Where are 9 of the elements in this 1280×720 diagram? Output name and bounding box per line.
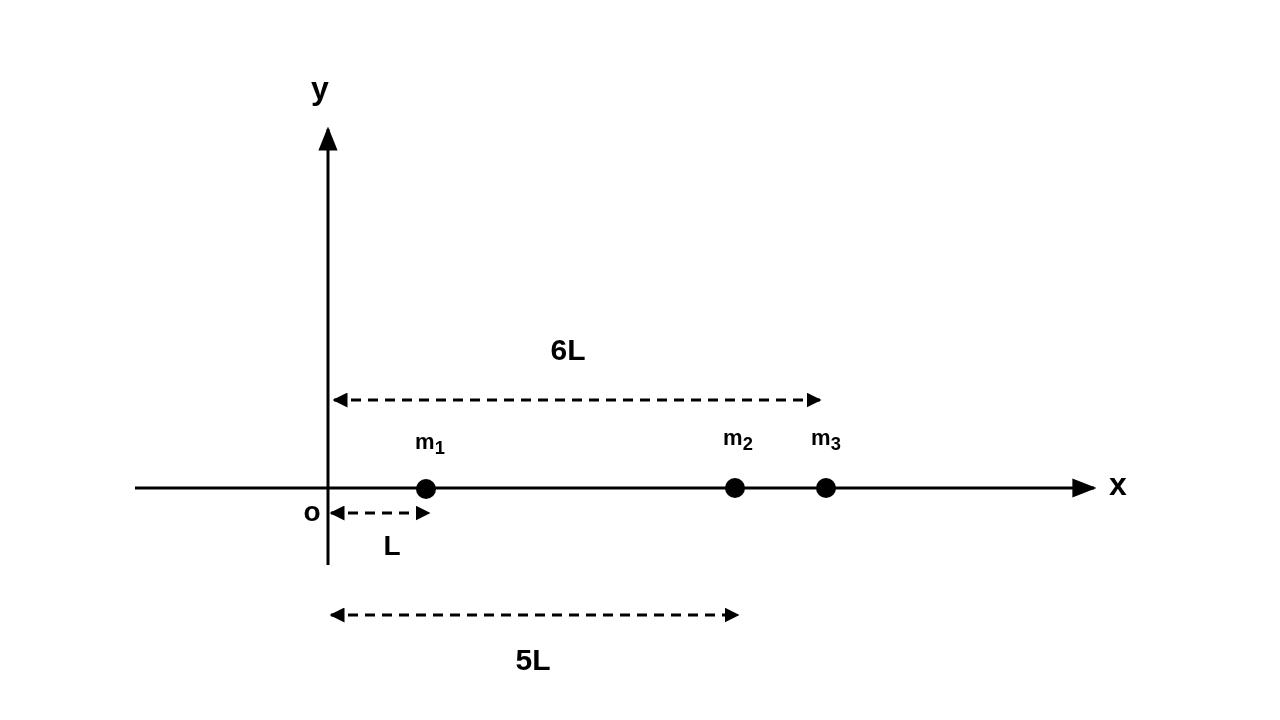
- dimension-label: L: [383, 532, 401, 560]
- dimension-label: 5L: [515, 645, 551, 675]
- origin-label: o: [303, 498, 321, 526]
- mass-label: m$_{2}$: [723, 426, 753, 454]
- dimension-label: 6L: [550, 335, 586, 365]
- mass-label: m$_{3}$: [811, 426, 841, 454]
- axis-label: y: [311, 72, 329, 104]
- axis-label: x: [1109, 468, 1127, 500]
- mass-label: m$_{1}$: [415, 430, 445, 458]
